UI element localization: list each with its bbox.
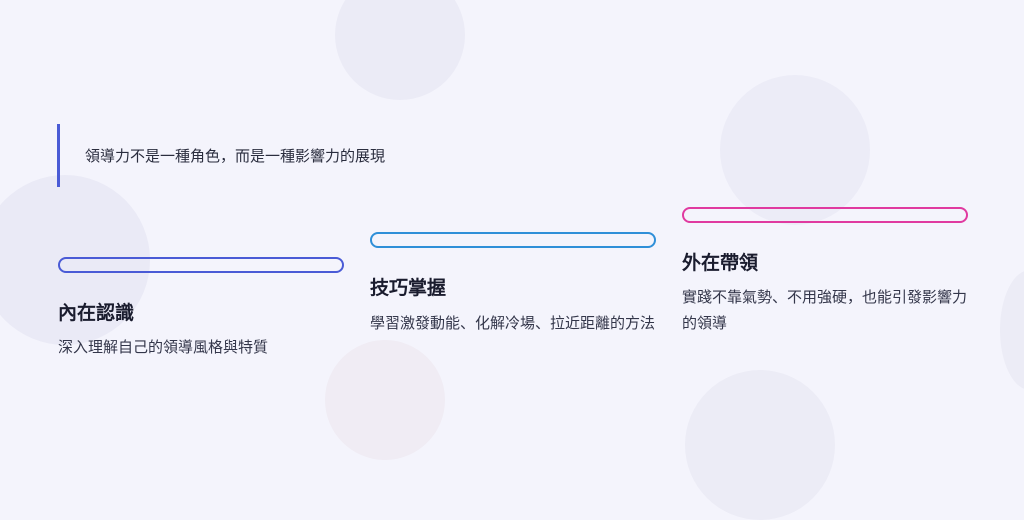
card-accent-pill	[58, 257, 344, 273]
card-description: 實踐不靠氣勢、不用強硬，也能引發影響力的領導	[682, 288, 968, 332]
quote-text: 領導力不是一種角色，而是一種影響力的展現	[85, 147, 386, 165]
background-blob	[685, 370, 835, 520]
background-blob	[335, 0, 465, 100]
card-title: 技巧掌握	[370, 277, 447, 299]
card-accent-pill	[682, 207, 968, 223]
background-blob	[325, 340, 445, 460]
background-blob	[1000, 270, 1024, 390]
card-description: 深入理解自己的領導風格與特質	[58, 338, 269, 356]
card-description: 學習激發動能、化解冷場、拉近距離的方法	[370, 314, 656, 332]
background-blob	[720, 75, 870, 225]
card-title: 內在認識	[58, 302, 135, 324]
card-accent-pill	[370, 232, 656, 248]
quote-accent-bar	[57, 124, 60, 187]
card-title: 外在帶領	[682, 252, 759, 274]
background-blob	[0, 175, 150, 345]
